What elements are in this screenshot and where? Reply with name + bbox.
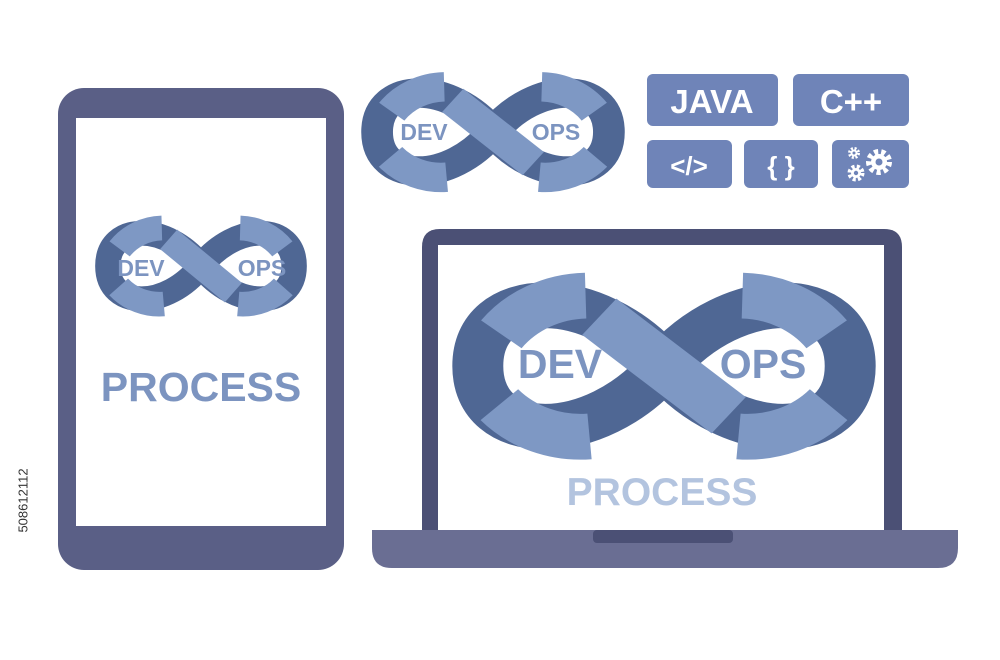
laptop: DEV OPS PROCESS	[372, 229, 958, 568]
phone-dev-label: DEV	[117, 255, 165, 281]
gears-icon	[847, 147, 892, 182]
laptop-trackpad-notch	[593, 530, 733, 543]
phone: DEV OPS PROCESS	[58, 88, 344, 570]
phone-process-label: PROCESS	[101, 364, 302, 410]
code-tag-badge: </>	[647, 140, 732, 188]
java-badge: JAVA	[647, 74, 778, 126]
code-tag-icon: </>	[670, 151, 708, 181]
laptop-base	[372, 530, 958, 568]
stock-id-label: 508612112	[13, 430, 33, 570]
phone-screen	[76, 118, 326, 526]
laptop-dev-label: DEV	[518, 341, 603, 387]
cpp-badge: C++	[793, 74, 909, 126]
braces-badge: { }	[744, 140, 818, 188]
cpp-badge-label: C++	[820, 83, 882, 120]
gears-badge	[832, 140, 909, 188]
small-dev-label: DEV	[400, 119, 448, 145]
phone-ops-label: OPS	[238, 255, 287, 281]
braces-icon: { }	[767, 151, 794, 181]
small-ops-label: OPS	[532, 119, 581, 145]
java-badge-label: JAVA	[670, 83, 753, 120]
laptop-ops-label: OPS	[720, 341, 807, 387]
stock-id-text: 508612112	[15, 467, 31, 533]
laptop-process-label: PROCESS	[567, 471, 758, 514]
